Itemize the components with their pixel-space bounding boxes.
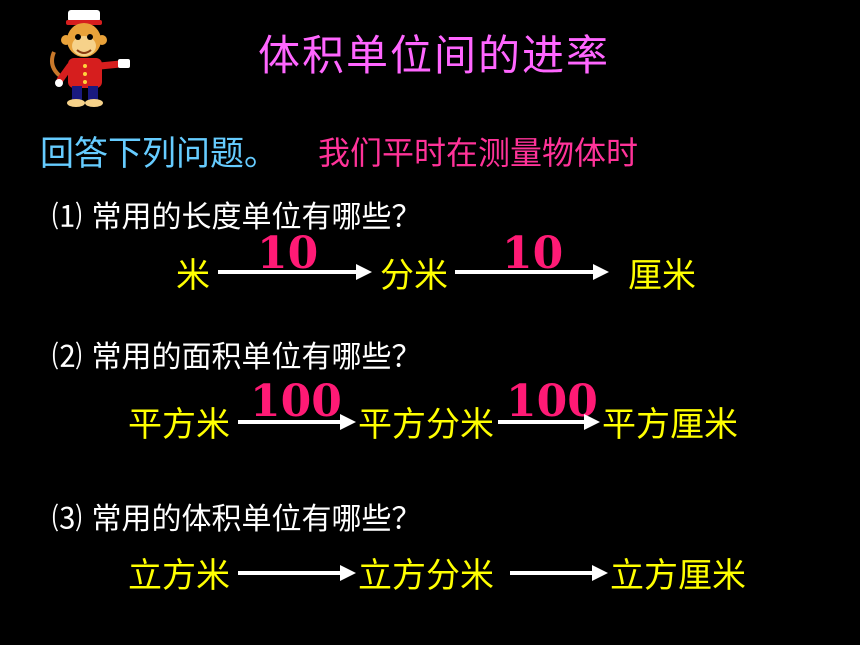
arrow-right-icon (455, 264, 609, 280)
unit-length-1: 米 (176, 256, 210, 296)
unit-volume-3: 立方厘米 (610, 556, 746, 596)
arrow-right-icon (510, 565, 608, 581)
question-area: ⑵ 常用的面积单位有哪些？ (52, 340, 422, 375)
unit-area-3: 平方厘米 (602, 405, 738, 445)
slide-title: 体积单位间的进率 (258, 31, 611, 80)
arrow-right-icon (218, 264, 372, 280)
prompt-text: 回答下列问题。 (40, 134, 278, 174)
unit-area-2: 平方分米 (358, 405, 494, 445)
unit-area-1: 平方米 (128, 405, 230, 445)
rate-area-2: 100 (506, 376, 598, 427)
rate-area-1: 100 (250, 376, 342, 427)
arrow-right-icon (238, 565, 356, 581)
arrow-right-icon (238, 414, 356, 430)
unit-length-2: 分米 (380, 256, 448, 296)
monkey-mascot-icon (50, 10, 130, 107)
question-volume: ⑶ 常用的体积单位有哪些？ (52, 502, 422, 537)
unit-volume-1: 立方米 (128, 556, 230, 596)
unit-length-3: 厘米 (628, 256, 696, 296)
arrow-right-icon (498, 414, 600, 430)
note-text: 我们平时在测量物体时 (318, 134, 639, 172)
question-length: ⑴ 常用的长度单位有哪些？ (52, 200, 422, 235)
unit-volume-2: 立方分米 (358, 556, 494, 596)
